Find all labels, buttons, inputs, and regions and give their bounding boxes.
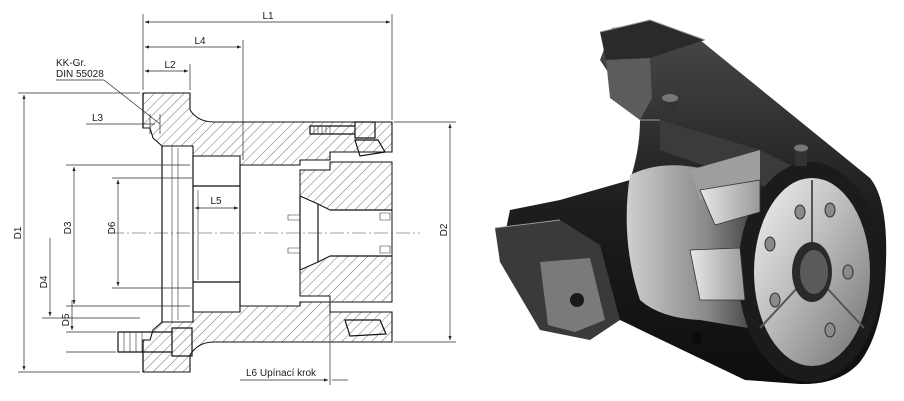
section-bottom-wall bbox=[142, 301, 393, 373]
l5-label: L5 bbox=[210, 196, 222, 207]
render-hole bbox=[794, 204, 806, 220]
render-screw bbox=[663, 98, 677, 120]
section-top-wall bbox=[142, 92, 393, 166]
render-hole bbox=[769, 292, 781, 308]
kk-label-line1: KK-Gr. bbox=[56, 58, 86, 69]
d4-label: D4 bbox=[39, 275, 50, 288]
render-center-bore-inner bbox=[800, 250, 828, 294]
section-collet bbox=[299, 161, 393, 303]
bore-detail-lines bbox=[171, 146, 199, 322]
render-collet-holes bbox=[764, 202, 854, 338]
kk-leader bbox=[56, 79, 161, 125]
bottom-screw-thread bbox=[123, 332, 143, 352]
render-hole bbox=[824, 322, 836, 338]
render-edge-highlights bbox=[494, 19, 706, 229]
render-hole bbox=[764, 236, 776, 252]
render-screws bbox=[662, 94, 808, 166]
bore-outline bbox=[161, 146, 241, 322]
d2-label: D2 bbox=[439, 223, 450, 236]
render-jaw-upper bbox=[699, 179, 761, 226]
render-top-arm bbox=[600, 20, 705, 60]
l3-label: L3 bbox=[92, 113, 104, 124]
render-screw bbox=[795, 148, 807, 166]
top-screw bbox=[309, 121, 376, 139]
technical-drawing: L1 L4 L2 KK-Gr. DIN 55028 L3 L5 L6 Upína… bbox=[13, 11, 456, 385]
render-screw-head bbox=[662, 94, 678, 102]
render-side-hole bbox=[692, 331, 702, 345]
l1-label: L1 bbox=[262, 11, 274, 22]
d1-label: D1 bbox=[13, 226, 24, 239]
render-top-arm-face bbox=[606, 58, 652, 120]
d6-label: D6 bbox=[107, 221, 118, 234]
d5-label: D5 bbox=[61, 313, 72, 326]
l4-label: L4 bbox=[194, 36, 206, 47]
bottom-jaw-head bbox=[344, 319, 387, 337]
l6-label: L6 Upínací krok bbox=[246, 368, 317, 379]
render-hole bbox=[842, 264, 854, 280]
render-bolt-hole bbox=[570, 293, 584, 307]
render-jaw-lower bbox=[689, 247, 746, 301]
top-jaw-head bbox=[354, 139, 386, 157]
d3-label: D3 bbox=[63, 221, 74, 234]
top-screw-thread bbox=[313, 126, 331, 134]
collet-slots bbox=[287, 212, 391, 254]
render-hole bbox=[824, 202, 836, 218]
render-screw-head bbox=[794, 144, 808, 152]
kk-label-line2: DIN 55028 bbox=[56, 69, 104, 80]
bottom-screw bbox=[117, 327, 193, 357]
render-3d-cutaway bbox=[494, 19, 887, 385]
l2-label: L2 bbox=[164, 60, 176, 71]
